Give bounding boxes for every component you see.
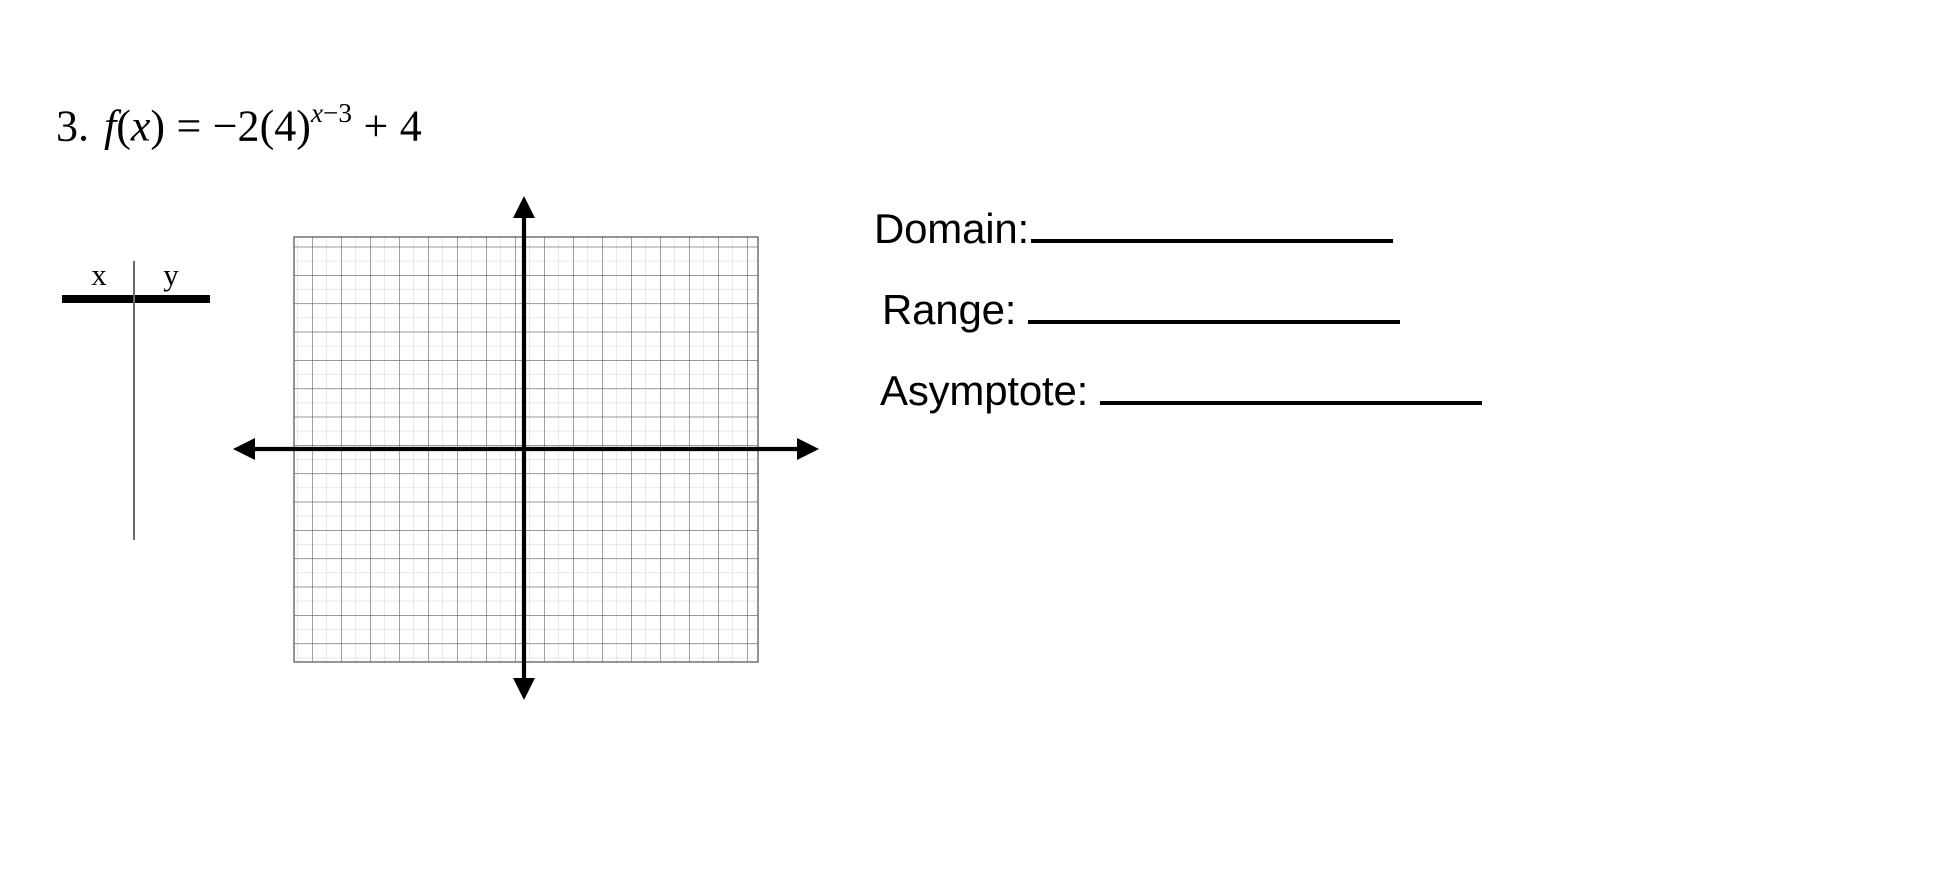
- range-answer-blank[interactable]: [1028, 281, 1401, 324]
- open-paren: (: [116, 101, 131, 151]
- value-table[interactable]: x y: [62, 255, 210, 540]
- y-axis: [513, 196, 535, 700]
- exponent-operator: −: [322, 98, 339, 129]
- plus-sign: +: [363, 101, 389, 151]
- base-open-paren: (: [259, 101, 275, 151]
- exponent-constant: 3: [338, 98, 353, 129]
- value-table-header-x: x: [91, 257, 107, 292]
- coefficient: −2: [212, 101, 260, 151]
- coordinate-graph[interactable]: [225, 190, 825, 702]
- domain-label: Domain:: [874, 204, 1029, 252]
- asymptote-prompt[interactable]: Asymptote:: [880, 362, 1483, 414]
- x-axis-left-arrowhead: [233, 438, 255, 460]
- value-table-vertical-divider: [133, 261, 135, 540]
- exponent-variable: x: [310, 98, 323, 129]
- range-label: Range:: [882, 285, 1017, 333]
- close-paren: ): [150, 101, 166, 151]
- base-close-paren: ): [296, 101, 311, 151]
- value-table-header-y: y: [163, 257, 179, 292]
- y-axis-up-arrowhead: [513, 196, 535, 218]
- problem-statement: 3.f(x)=−2(4)x−3+4: [56, 100, 422, 151]
- range-prompt[interactable]: Range:: [882, 281, 1401, 333]
- value-table-header: x y: [62, 255, 210, 299]
- problem-number: 3.: [56, 101, 89, 151]
- vertical-shift-constant: 4: [399, 101, 422, 151]
- value-table-horizontal-rule: [62, 295, 210, 303]
- x-axis-right-arrowhead: [797, 438, 819, 460]
- function-name: f: [103, 101, 117, 151]
- function-argument: x: [130, 101, 151, 151]
- asymptote-label: Asymptote:: [880, 366, 1089, 414]
- domain-prompt[interactable]: Domain:: [874, 200, 1393, 250]
- y-axis-down-arrowhead: [513, 678, 535, 700]
- domain-answer-blank[interactable]: [1031, 200, 1393, 243]
- exponential-base: 4: [274, 101, 297, 151]
- exponent-group: x−3: [311, 98, 352, 128]
- coordinate-grid-svg[interactable]: [225, 190, 825, 702]
- equals-sign: =: [176, 101, 202, 151]
- asymptote-answer-blank[interactable]: [1100, 362, 1483, 405]
